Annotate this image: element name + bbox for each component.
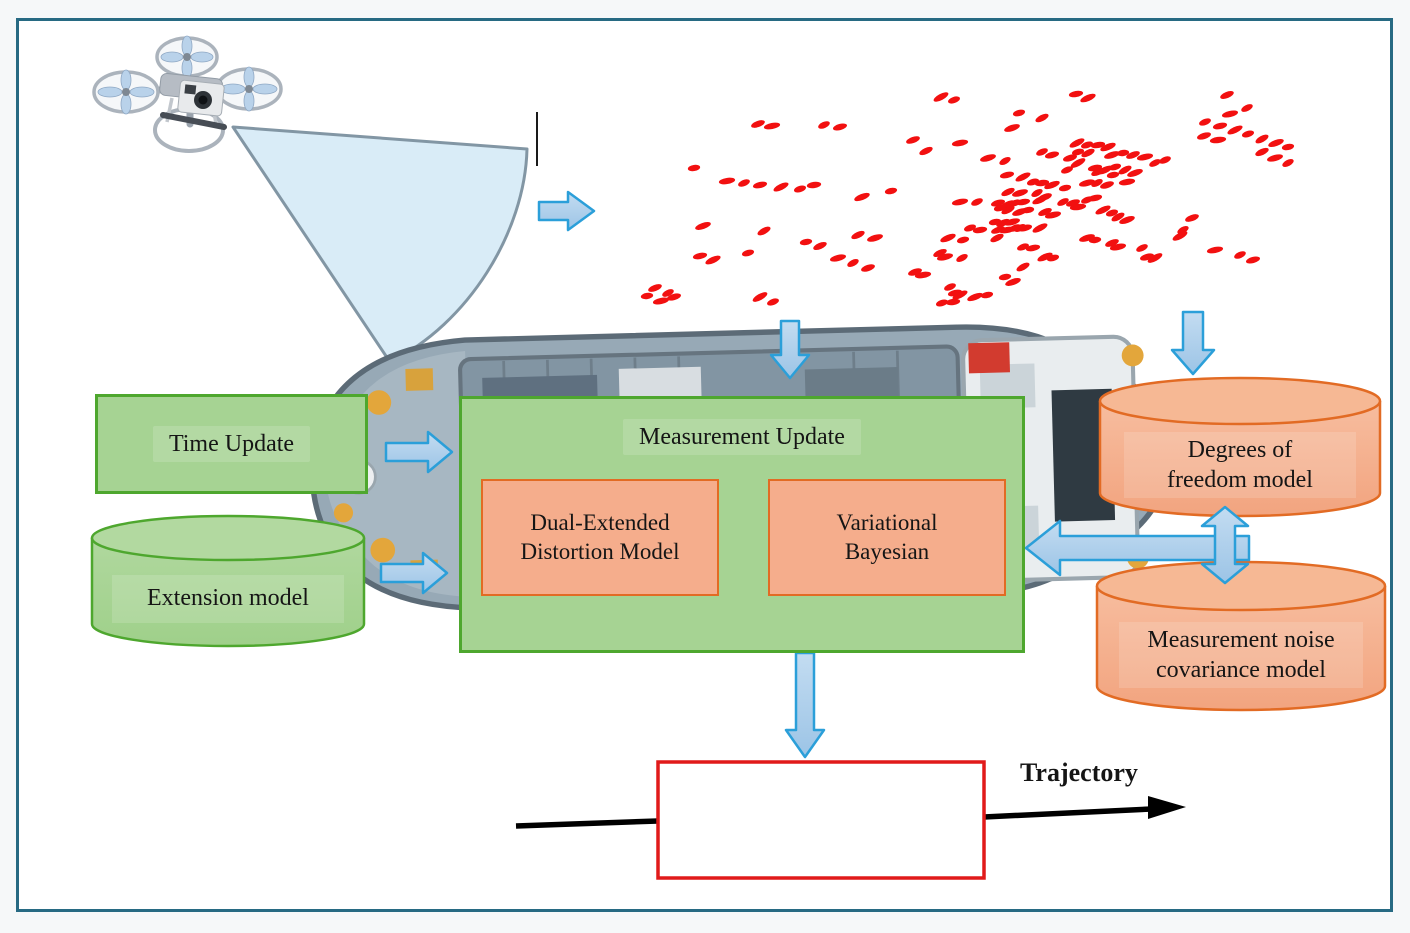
arrow-measurement-to-ship [784,651,826,759]
degrees-of-freedom-label: Degrees of freedom model [1167,437,1313,493]
degrees-of-freedom-cylinder [1098,376,1382,518]
arrow-pointcloud-to-measurement [769,319,811,380]
trajectory-arrow [515,796,1186,829]
arrow-cylinders-to-variational [1024,519,1251,577]
extension-model-label: Extension model [147,585,309,611]
camera-fov-cone-icon [231,125,529,364]
dual-extended-distortion-label: Dual-Extended Distortion Model [520,509,680,564]
arrow-cone-to-pointcloud [537,190,596,232]
radar-point-cloud [640,90,1295,307]
measurement-noise-label: Measurement noise covariance model [1147,627,1335,683]
arrow-dof-noise-double [1200,505,1250,585]
arrow-timeupdate-to-measurement [384,430,454,474]
drone-icon [92,35,283,153]
extension-model-cylinder [90,514,366,648]
measurement-noise-cylinder [1095,560,1387,712]
ship-bounding-box [656,760,986,880]
drone-camera-icon [177,79,225,117]
trajectory-label: Trajectory [1020,758,1138,787]
variational-bayesian-box: Variational Bayesian [768,479,1006,596]
measurement-update-label: Measurement Update [623,419,861,455]
time-update-label: Time Update [152,426,311,462]
dual-extended-distortion-box: Dual-Extended Distortion Model [481,479,719,596]
arrow-extension-to-measurement [379,551,449,595]
time-update-box: Time Update [95,394,368,494]
variational-bayesian-label: Variational Bayesian [836,509,938,564]
arrow-pointcloud-to-dof [1170,310,1216,376]
